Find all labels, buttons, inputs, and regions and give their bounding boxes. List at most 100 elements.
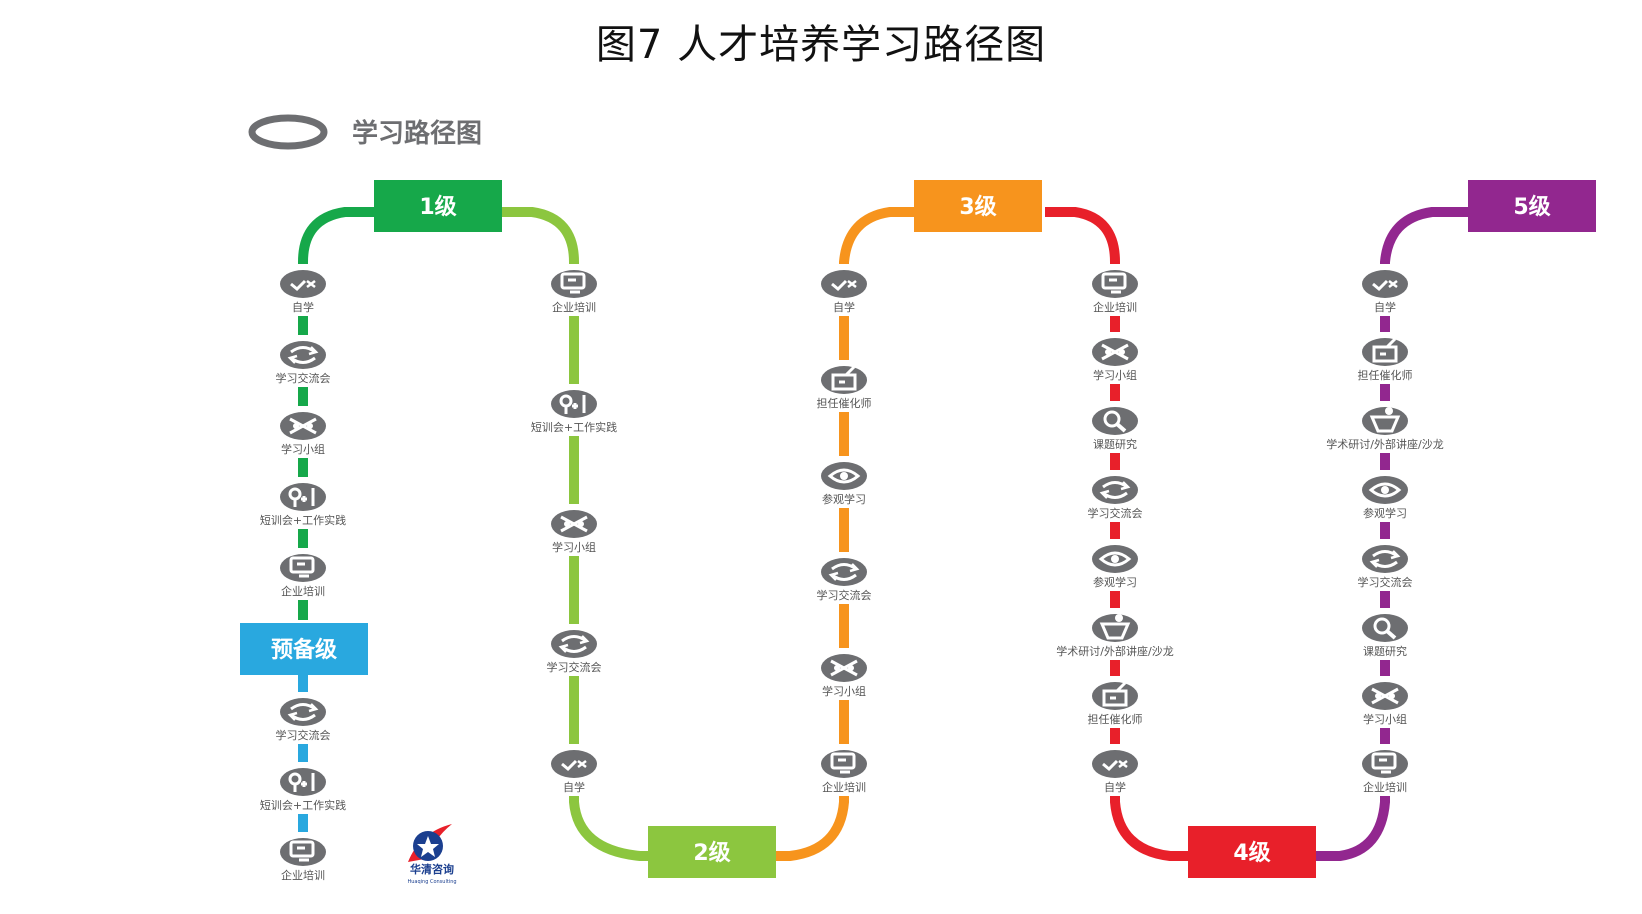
station-0-2: 学习小组 xyxy=(280,406,326,458)
station-1-1: 短训会+工作实践 xyxy=(531,384,617,436)
check-icon xyxy=(1092,750,1138,778)
training-icon xyxy=(1362,750,1408,778)
training-icon xyxy=(1092,270,1138,298)
station-label: 课题研究 xyxy=(1093,437,1137,451)
eye-icon xyxy=(1092,545,1138,573)
station-3-1: 学习小组 xyxy=(1092,332,1138,384)
station-3-6: 担任催化师 xyxy=(1088,676,1143,728)
station-label: 担任催化师 xyxy=(1358,368,1413,382)
station-label: 学习小组 xyxy=(552,540,596,554)
level-badges: 预备级 1级 2级 3级 4级 5级 xyxy=(240,180,1596,878)
station-label: 短训会+工作实践 xyxy=(260,798,346,812)
station-label: 学术研讨/外部讲座/沙龙 xyxy=(1326,437,1443,451)
training-icon xyxy=(821,750,867,778)
route-level1-left xyxy=(298,207,400,620)
header-ring-icon xyxy=(248,114,328,150)
station-4-7: 企业培训 xyxy=(1362,744,1408,796)
station-label: 担任催化师 xyxy=(817,396,872,410)
level-badge-label: 1级 xyxy=(419,194,456,220)
station-label: 自学 xyxy=(292,300,314,314)
station-label: 企业培训 xyxy=(552,300,596,314)
seminar-icon xyxy=(1362,407,1408,435)
station-0-5: 学习交流会 xyxy=(276,692,331,744)
company-logo: 华清咨询 Huaqing Consulting xyxy=(407,824,457,885)
station-2-4: 学习小组 xyxy=(821,648,867,700)
exchange-icon xyxy=(551,630,597,658)
station-label: 学习小组 xyxy=(822,684,866,698)
station-label: 学习交流会 xyxy=(817,588,872,602)
level-badge-label: 4级 xyxy=(1233,840,1270,866)
route-lines xyxy=(298,207,1470,861)
station-label: 学术研讨/外部讲座/沙龙 xyxy=(1056,644,1173,658)
station-label: 企业培训 xyxy=(1093,300,1137,314)
station-2-0: 自学 xyxy=(821,264,867,316)
group-icon xyxy=(551,510,597,538)
station-label: 学习交流会 xyxy=(276,728,331,742)
station-label: 参观学习 xyxy=(1363,506,1407,520)
level-badge-level1: 1级 xyxy=(374,180,502,232)
station-label: 学习小组 xyxy=(281,442,325,456)
check-icon xyxy=(821,270,867,298)
station-1-4: 自学 xyxy=(551,744,597,796)
level-badge-label: 3级 xyxy=(959,194,996,220)
station-3-7: 自学 xyxy=(1092,744,1138,796)
check-icon xyxy=(1362,270,1408,298)
route-level4 xyxy=(1315,207,1470,861)
level-badge-level3: 3级 xyxy=(914,180,1042,232)
station-4-6: 学习小组 xyxy=(1362,676,1408,728)
route-level2-right xyxy=(770,207,915,861)
search-icon xyxy=(1362,614,1408,642)
exchange-icon xyxy=(280,698,326,726)
station-label: 短训会+工作实践 xyxy=(260,513,346,527)
station-0-6: 短训会+工作实践 xyxy=(260,762,346,814)
level-badge-label: 5级 xyxy=(1513,194,1550,220)
key-plus-icon xyxy=(551,390,597,418)
diagram-header: 学习路径图 xyxy=(248,114,482,150)
mentor-icon xyxy=(1362,337,1408,366)
station-4-4: 学习交流会 xyxy=(1358,539,1413,591)
route-level1-right xyxy=(500,207,579,300)
key-plus-icon xyxy=(280,483,326,511)
station-3-0: 企业培训 xyxy=(1092,264,1138,316)
route-level2-left xyxy=(569,300,660,861)
station-label: 学习交流会 xyxy=(547,660,602,674)
eye-icon xyxy=(1362,476,1408,504)
level-badge-label: 2级 xyxy=(693,840,730,866)
station-0-0: 自学 xyxy=(280,264,326,316)
training-icon xyxy=(280,554,326,582)
station-label: 学习小组 xyxy=(1093,368,1137,382)
exchange-icon xyxy=(1092,476,1138,504)
level-badge-prep: 预备级 xyxy=(240,623,368,675)
level-badge-label: 预备级 xyxy=(271,637,337,663)
station-2-3: 学习交流会 xyxy=(817,552,872,604)
station-label: 自学 xyxy=(1104,780,1126,794)
level-badge-level5: 5级 xyxy=(1468,180,1596,232)
station-label: 参观学习 xyxy=(1093,575,1137,589)
diagram-header-text: 学习路径图 xyxy=(352,118,482,149)
station-label: 学习交流会 xyxy=(1358,575,1413,589)
seminar-icon xyxy=(1092,614,1138,642)
station-0-4: 企业培训 xyxy=(280,548,326,600)
check-icon xyxy=(551,750,597,778)
key-plus-icon xyxy=(280,768,326,796)
station-4-5: 课题研究 xyxy=(1362,608,1408,660)
logo-text: 华清咨询 xyxy=(410,862,454,876)
station-2-5: 企业培训 xyxy=(821,744,867,796)
group-icon xyxy=(1362,682,1408,710)
station-list: 自学学习交流会学习小组短训会+工作实践企业培训学习交流会短训会+工作实践企业培训… xyxy=(260,264,1444,884)
search-icon xyxy=(1092,407,1138,435)
station-label: 自学 xyxy=(1374,300,1396,314)
exchange-icon xyxy=(280,341,326,369)
station-2-1: 担任催化师 xyxy=(817,360,872,412)
station-3-4: 参观学习 xyxy=(1092,539,1138,591)
eye-icon xyxy=(821,462,867,490)
level-badge-level2: 2级 xyxy=(648,826,776,878)
training-icon xyxy=(280,838,326,866)
station-3-3: 学习交流会 xyxy=(1088,470,1143,522)
exchange-icon xyxy=(1362,545,1408,573)
station-label: 自学 xyxy=(833,300,855,314)
station-label: 学习交流会 xyxy=(276,371,331,385)
exchange-icon xyxy=(821,558,867,586)
station-2-2: 参观学习 xyxy=(821,456,867,508)
station-4-0: 自学 xyxy=(1362,264,1408,316)
